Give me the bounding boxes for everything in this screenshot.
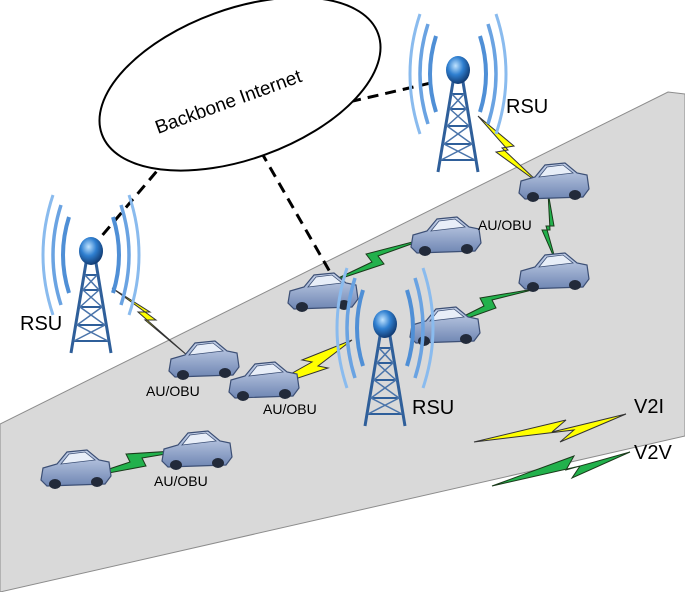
v2i-legend-label: V2I bbox=[634, 396, 664, 418]
backbone-internet-cloud bbox=[98, 0, 382, 172]
v2v-legend-icon bbox=[491, 451, 631, 487]
rsu-label: RSU bbox=[20, 313, 62, 335]
obu-label: AU/OBU bbox=[263, 401, 317, 417]
obu-label: AU/OBU bbox=[154, 473, 208, 489]
rsu-label: RSU bbox=[506, 96, 548, 118]
obu-label: AU/OBU bbox=[478, 217, 532, 233]
legend: V2I V2V bbox=[473, 396, 672, 487]
v2i-legend-icon bbox=[473, 413, 627, 443]
obu-label: AU/OBU bbox=[146, 383, 200, 399]
v2v-legend-label: V2V bbox=[634, 442, 672, 464]
rsu-label: RSU bbox=[412, 397, 454, 419]
rsu-tower-icon bbox=[408, 12, 508, 174]
